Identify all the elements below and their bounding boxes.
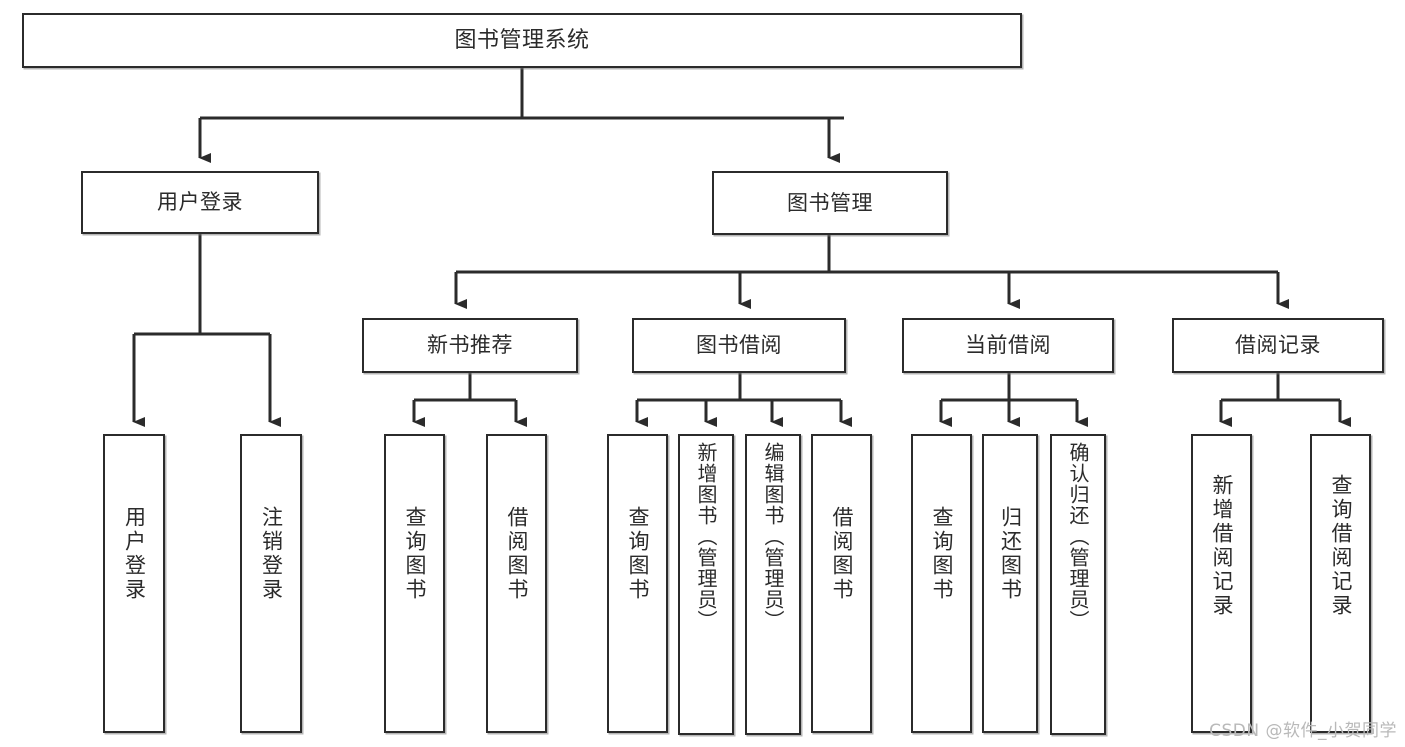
- leaf-edit-book-admin-label: 编辑图书（管理员）: [761, 442, 785, 631]
- node-book-borrow[interactable]: 图书借阅: [632, 318, 846, 373]
- leaf-user-login[interactable]: 用户登录: [103, 434, 165, 733]
- leaf-query-book-2-label: 查询图书: [626, 506, 650, 602]
- leaf-query-book-2[interactable]: 查询图书: [607, 434, 668, 733]
- leaf-add-borrow-record[interactable]: 新增借阅记录: [1191, 434, 1252, 733]
- leaf-borrow-book-2-label: 借阅图书: [830, 506, 854, 602]
- node-new-book-recommend[interactable]: 新书推荐: [362, 318, 578, 373]
- node-user-login[interactable]: 用户登录: [81, 171, 319, 234]
- leaf-add-borrow-record-label: 新增借阅记录: [1210, 474, 1234, 618]
- leaf-logout-login[interactable]: 注销登录: [240, 434, 302, 733]
- node-book-management[interactable]: 图书管理: [712, 171, 948, 235]
- leaf-add-book-admin-label: 新增图书（管理员）: [694, 442, 718, 631]
- node-borrow-record-label: 借阅记录: [1235, 333, 1321, 358]
- node-book-borrow-label: 图书借阅: [696, 333, 782, 358]
- leaf-confirm-return-admin-label: 确认归还（管理员）: [1066, 442, 1090, 631]
- node-new-book-recommend-label: 新书推荐: [427, 333, 513, 358]
- leaf-logout-login-label: 注销登录: [259, 506, 284, 602]
- node-current-borrow[interactable]: 当前借阅: [902, 318, 1114, 373]
- leaf-confirm-return-admin[interactable]: 确认归还（管理员）: [1050, 434, 1106, 735]
- leaf-borrow-book-1-label: 借阅图书: [505, 506, 529, 602]
- node-root[interactable]: 图书管理系统: [22, 13, 1022, 68]
- leaf-query-borrow-record[interactable]: 查询借阅记录: [1310, 434, 1371, 733]
- leaf-query-borrow-record-label: 查询借阅记录: [1329, 474, 1353, 618]
- leaf-user-login-label: 用户登录: [122, 506, 147, 602]
- leaf-query-book-1-label: 查询图书: [403, 506, 427, 602]
- leaf-add-book-admin[interactable]: 新增图书（管理员）: [678, 434, 734, 735]
- leaf-borrow-book-2[interactable]: 借阅图书: [811, 434, 872, 733]
- node-borrow-record[interactable]: 借阅记录: [1172, 318, 1384, 373]
- leaf-return-book-label: 归还图书: [998, 506, 1023, 602]
- node-root-label: 图书管理系统: [454, 27, 590, 53]
- leaf-borrow-book-1[interactable]: 借阅图书: [486, 434, 547, 733]
- leaf-query-book-3-label: 查询图书: [930, 506, 954, 602]
- watermark: CSDN @软件_小贺同学: [1209, 721, 1397, 741]
- leaf-return-book[interactable]: 归还图书: [982, 434, 1038, 733]
- node-user-login-label: 用户登录: [157, 190, 243, 215]
- leaf-query-book-3[interactable]: 查询图书: [911, 434, 972, 733]
- node-current-borrow-label: 当前借阅: [965, 333, 1051, 358]
- leaf-query-book-1[interactable]: 查询图书: [384, 434, 445, 733]
- leaf-edit-book-admin[interactable]: 编辑图书（管理员）: [745, 434, 801, 735]
- node-book-management-label: 图书管理: [787, 190, 873, 215]
